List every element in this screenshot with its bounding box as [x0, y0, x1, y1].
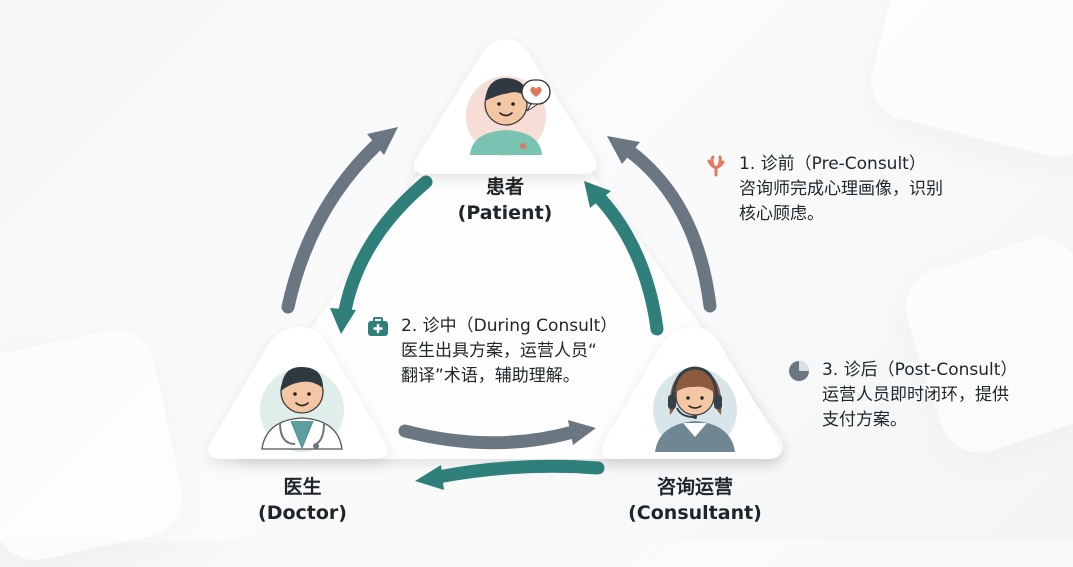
medical-kit-icon: [366, 315, 390, 339]
patient-node: [413, 39, 597, 174]
consultant-label-cn: 咨询运营: [656, 476, 733, 498]
arrowhead-patient-to-consultant: [607, 136, 640, 164]
arrowhead-patient-to-doctor: [330, 308, 356, 334]
coral-icon: [704, 154, 728, 178]
arrow-doctor-to-consultant: [398, 424, 580, 450]
patient-label: 患者 (Patient): [445, 174, 565, 226]
arrow-consultant-to-doctor: [431, 459, 605, 484]
consultant-label: 咨询运营 (Consultant): [615, 474, 775, 526]
doctor-label-cn: 医生: [283, 476, 322, 498]
step-post-consult-title: 3. 诊后（Post-Consult）: [822, 360, 1018, 380]
arrow-consultant-to-patient: [590, 188, 664, 336]
doctor-label-en: (Doctor): [258, 502, 347, 524]
step-during-consult-line1: 医生出具方案，运营人员“: [401, 341, 597, 361]
role-cycle-diagram: [208, 39, 783, 490]
patient-label-cn: 患者: [485, 176, 524, 198]
doctor-label: 医生 (Doctor): [230, 474, 375, 526]
step-during-consult-line2: 翻译”术语，辅助理解。: [401, 366, 580, 386]
step-post-consult: 3. 诊后（Post-Consult） 运营人员即时闭环，提供 支付方案。: [822, 358, 1052, 433]
step-post-consult-line2: 支付方案。: [822, 410, 907, 430]
patient-label-en: (Patient): [457, 202, 553, 224]
step-pre-consult-line2: 核心顾虑。: [739, 204, 824, 224]
heart-icon: [530, 86, 542, 97]
step-pre-consult: 1. 诊前（Pre-Consult） 咨询师完成心理画像，识别 核心顾虑。: [739, 152, 989, 227]
arrowhead-doctor-to-consultant: [568, 420, 596, 445]
arrowhead-consultant-to-patient: [584, 181, 611, 208]
flow-arrows: [281, 127, 717, 490]
step-pre-consult-line1: 咨询师完成心理画像，识别: [739, 179, 943, 199]
arrowhead-doctor-to-patient: [367, 127, 398, 155]
step-post-consult-line1: 运营人员即时闭环，提供: [822, 385, 1009, 405]
arrow-doctor-to-patient: [281, 132, 390, 314]
consultant-label-en: (Consultant): [628, 502, 762, 524]
arrowhead-consultant-to-doctor: [415, 465, 444, 490]
arrow-patient-to-doctor: [337, 175, 433, 323]
arrow-patient-to-consultant: [621, 143, 717, 313]
headset-icon: [671, 366, 719, 401]
doctor-node: [208, 327, 388, 459]
step-pre-consult-title: 1. 诊前（Pre-Consult）: [739, 154, 926, 174]
stethoscope-icon: [279, 422, 325, 445]
pie-chart-icon: [787, 359, 811, 383]
consultant-node: [601, 327, 781, 459]
step-during-consult-title: 2. 诊中（During Consult）: [401, 316, 618, 336]
step-during-consult: 2. 诊中（During Consult） 医生出具方案，运营人员“ 翻译”术语…: [401, 314, 661, 389]
